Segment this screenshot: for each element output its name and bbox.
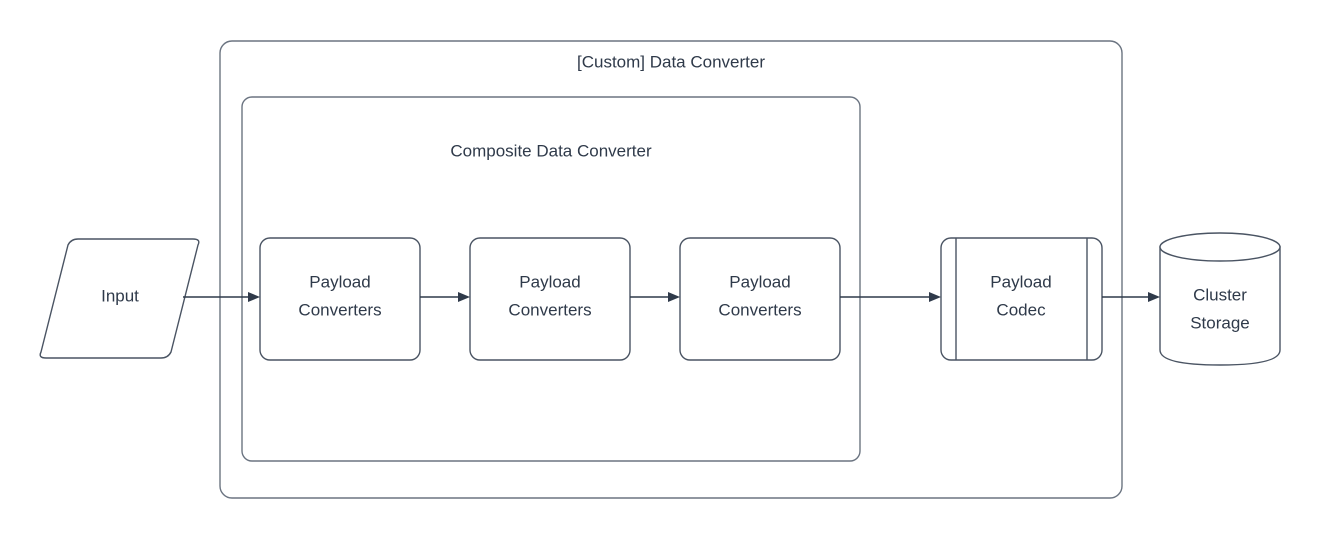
node-payload-converters-2[interactable] xyxy=(469,237,631,361)
node-payload-converters-1[interactable] xyxy=(259,237,421,361)
edge-converter-1-to-converter-2 xyxy=(420,292,470,302)
inner-container-title: Composite Data Converter xyxy=(450,141,652,160)
node-payload-codec-label-line2: Codec xyxy=(996,300,1046,319)
node-payload-codec[interactable] xyxy=(940,237,1103,361)
node-payload-converters-3-label-line1: Payload xyxy=(729,272,790,291)
node-payload-converters-1-label-line2: Converters xyxy=(298,300,381,319)
node-cluster-storage[interactable] xyxy=(1159,232,1281,366)
node-payload-codec-label-line1: Payload xyxy=(990,272,1051,291)
inner-container-composite-data-converter[interactable] xyxy=(241,96,861,462)
edge-payload-codec-to-cluster-storage xyxy=(1102,292,1160,302)
outer-container-custom-data-converter[interactable] xyxy=(219,40,1123,499)
node-input-parallelogram[interactable] xyxy=(39,238,200,359)
node-payload-converters-2-label-line2: Converters xyxy=(508,300,591,319)
edge-converter-3-to-payload-codec xyxy=(840,292,941,302)
node-cluster-storage-label-line1: Cluster xyxy=(1193,285,1247,304)
node-input-label: Input xyxy=(101,286,139,305)
node-payload-converters-3[interactable] xyxy=(679,237,841,361)
node-payload-converters-1-label-line1: Payload xyxy=(309,272,370,291)
node-payload-converters-3-label-line2: Converters xyxy=(718,300,801,319)
node-payload-converters-2-label-line1: Payload xyxy=(519,272,580,291)
outer-container-title: [Custom] Data Converter xyxy=(577,52,765,71)
node-cluster-storage-label-line2: Storage xyxy=(1190,313,1250,332)
edge-converter-2-to-converter-3 xyxy=(630,292,680,302)
edge-input-to-converter-1 xyxy=(183,292,260,302)
